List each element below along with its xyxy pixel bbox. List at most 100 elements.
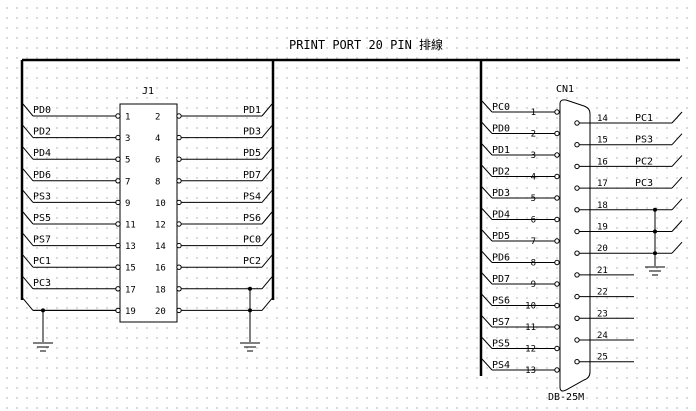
cn1-pin-1 — [554, 109, 560, 115]
cn1-wire-bend — [481, 251, 493, 263]
cn1-pin-14 — [574, 120, 580, 126]
cn1-wire-bend — [481, 165, 493, 177]
wires — [20, 58, 680, 376]
j1-signal-label: PD2 — [33, 127, 51, 138]
cn1-pin-number: 7 — [531, 237, 536, 247]
cn1-signal-label: PC2 — [635, 156, 653, 167]
cn1-signal-label: PD3 — [492, 188, 510, 199]
cn1-signal-label: PD7 — [492, 274, 510, 285]
j1-signal-label: PS6 — [243, 213, 261, 224]
j1-wire-bend — [22, 254, 34, 268]
cn1-pin-21 — [574, 272, 580, 278]
ground-symbols — [33, 266, 665, 352]
cn1-pin-number: 12 — [525, 345, 536, 355]
cn1-pin-15 — [574, 142, 580, 148]
cn1-pin-number: 18 — [597, 201, 608, 211]
j1-wire-bend — [22, 211, 34, 225]
cn1-pin-number: 2 — [531, 130, 536, 140]
cn1-junction — [653, 251, 657, 256]
cn1-wire-bend — [481, 294, 493, 306]
cn1-wire-bend — [671, 133, 683, 146]
j1-wire-bend — [261, 276, 273, 290]
cn1-junction — [653, 229, 657, 234]
j1-pin-6 — [176, 156, 182, 162]
cn1-pin-19 — [574, 228, 580, 235]
j1-pin-number: 12 — [155, 221, 166, 231]
j1-pin-number: 19 — [125, 307, 136, 317]
cn1-pin-number: 10 — [525, 302, 536, 312]
cn1-pin-9 — [554, 281, 560, 287]
j1-pin-2 — [176, 113, 182, 119]
j1-pin-14 — [176, 242, 182, 249]
j1-signal-label: PS5 — [33, 213, 51, 224]
cn1-wire-bend — [481, 337, 493, 349]
cn1-wire-bend — [671, 176, 683, 189]
j1-pin-number: 4 — [155, 134, 160, 144]
cn1-pin-number: 21 — [597, 266, 608, 276]
cn1-signal-label: PD0 — [492, 124, 510, 135]
j1-pin-number: 3 — [125, 134, 130, 144]
cn1-pin-number: 13 — [525, 366, 536, 376]
j1-wire-bend — [22, 103, 34, 117]
cn1-pin-number: 22 — [597, 288, 608, 298]
j1-pin-7 — [115, 178, 121, 184]
cn1-connector: 1PC02PD03PD14PD25PD36PD47PD58PD69PD710PS… — [481, 99, 683, 392]
j1-signal-label: PS4 — [243, 191, 261, 202]
j1-wire-bend — [22, 298, 34, 311]
cn1-signal-label: PC0 — [492, 102, 510, 113]
cn1-pin-11 — [554, 324, 560, 330]
cn1-pin-number: 17 — [597, 179, 608, 189]
j1-pin-4 — [176, 134, 182, 141]
cn1-pin-number: 19 — [597, 223, 608, 233]
j1-wire-bend — [261, 254, 273, 268]
j1-pin-17 — [115, 286, 121, 292]
cn1-pin-number: 5 — [531, 194, 536, 204]
cn1-pin-23 — [574, 315, 580, 321]
cn1-pin-10 — [554, 302, 560, 309]
j1-pin-number: 2 — [155, 113, 160, 123]
cn1-signal-label: PS3 — [635, 135, 653, 146]
cn1-pin-number: 25 — [597, 353, 608, 363]
j1-pin-13 — [115, 242, 121, 249]
j1-wire-bend — [22, 190, 34, 203]
cn1-pin-number: 16 — [597, 157, 608, 167]
j1-pin-18 — [176, 286, 182, 292]
j1-designator: J1 — [142, 86, 154, 97]
cn1-wire-bend — [481, 272, 493, 285]
j1-pin-3 — [115, 134, 121, 141]
j1-wire-bend — [261, 103, 273, 117]
cn1-pin-22 — [574, 293, 580, 300]
cn1-pin-13 — [554, 367, 560, 373]
cn1-pin-8 — [554, 259, 560, 266]
j1-pin-8 — [176, 178, 182, 184]
cn1-pin-number: 3 — [531, 151, 536, 161]
cn1-pin-number: 20 — [597, 244, 608, 254]
cn1-wire-bend — [481, 186, 493, 199]
j1-signal-label: PC1 — [33, 256, 51, 267]
cn1-wire-bend — [481, 100, 493, 113]
cn1-pin-number: 8 — [531, 259, 536, 269]
j1-wire-bend — [261, 125, 273, 138]
j1-pin-12 — [176, 221, 182, 227]
j1-wire-bend — [22, 146, 34, 160]
cn1-pin-12 — [554, 345, 560, 352]
j1-pin-number: 11 — [125, 221, 136, 231]
cn1-wire-bend — [671, 241, 683, 254]
cn1-wire-bend — [481, 122, 493, 134]
j1-pin-number: 6 — [155, 156, 160, 166]
cn1-signal-label: PS6 — [492, 296, 510, 307]
j1-pin-20 — [176, 307, 182, 314]
cn1-wire-bend — [481, 229, 493, 242]
cn1-pin-number: 9 — [531, 280, 536, 290]
j1-pin-number: 17 — [125, 285, 136, 295]
j1-signal-label: PC2 — [243, 256, 261, 267]
cn1-wire-bend — [671, 155, 683, 167]
cn1-signal-label: PS5 — [492, 339, 510, 350]
cn1-signal-label: PC1 — [635, 113, 653, 124]
j1-signal-label: PD7 — [243, 170, 261, 181]
cn1-pin-17 — [574, 185, 580, 191]
j1-signal-label: PD4 — [33, 148, 51, 159]
cn1-pin-number: 24 — [597, 331, 608, 341]
j1-wire-bend — [22, 233, 34, 246]
